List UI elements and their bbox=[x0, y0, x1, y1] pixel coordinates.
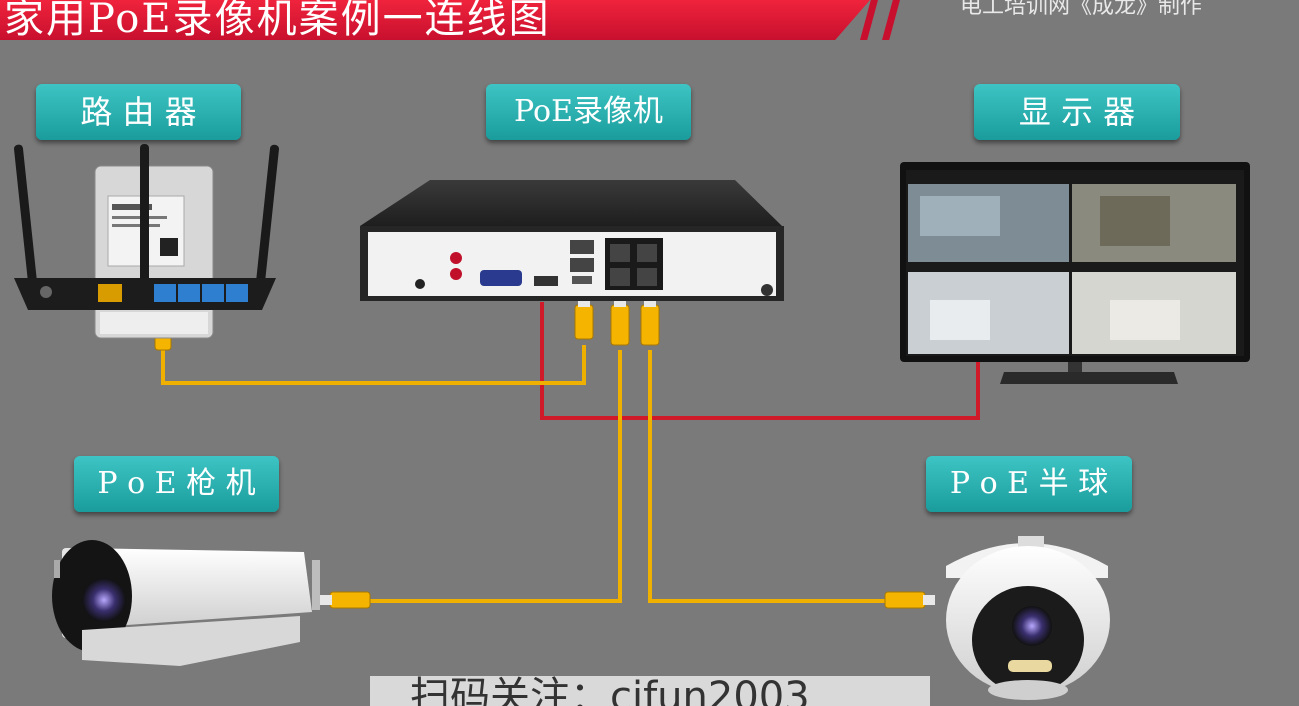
bullet-camera-label: P o E 枪 机 bbox=[74, 456, 279, 512]
bullet-camera-network-cable bbox=[370, 350, 622, 603]
rj45-connector bbox=[610, 298, 630, 346]
bullet-camera bbox=[52, 540, 320, 666]
page-title: 家用PoE录像机案例一连线图 bbox=[4, 0, 551, 42]
router-network-cable bbox=[161, 345, 586, 385]
nvr-label: PoE录像机 bbox=[486, 84, 691, 140]
title-banner: 家用PoE录像机案例一连线图 bbox=[0, 0, 870, 40]
monitor bbox=[900, 162, 1250, 384]
dome-camera bbox=[946, 536, 1110, 700]
dome-camera-network-cable bbox=[648, 350, 890, 603]
credit-text: 电工培训网《成龙》制作 bbox=[960, 0, 1203, 19]
rj45-connector bbox=[320, 591, 371, 609]
dome-camera-label: P o E 半 球 bbox=[926, 456, 1132, 512]
rj45-connector bbox=[640, 298, 660, 346]
hard-disk bbox=[94, 165, 214, 339]
caption-bar: 扫码关注：cifun2003 bbox=[370, 676, 930, 706]
router-label: 路 由 器 bbox=[36, 84, 241, 140]
monitor-label: 显 示 器 bbox=[974, 84, 1180, 140]
rj45-connector bbox=[574, 298, 594, 340]
hdmi-cable bbox=[540, 302, 980, 420]
caption-text: 扫码关注：cifun2003 bbox=[410, 676, 810, 706]
router bbox=[13, 144, 280, 310]
nvr-recorder bbox=[360, 180, 784, 301]
rj45-connector bbox=[884, 591, 935, 609]
